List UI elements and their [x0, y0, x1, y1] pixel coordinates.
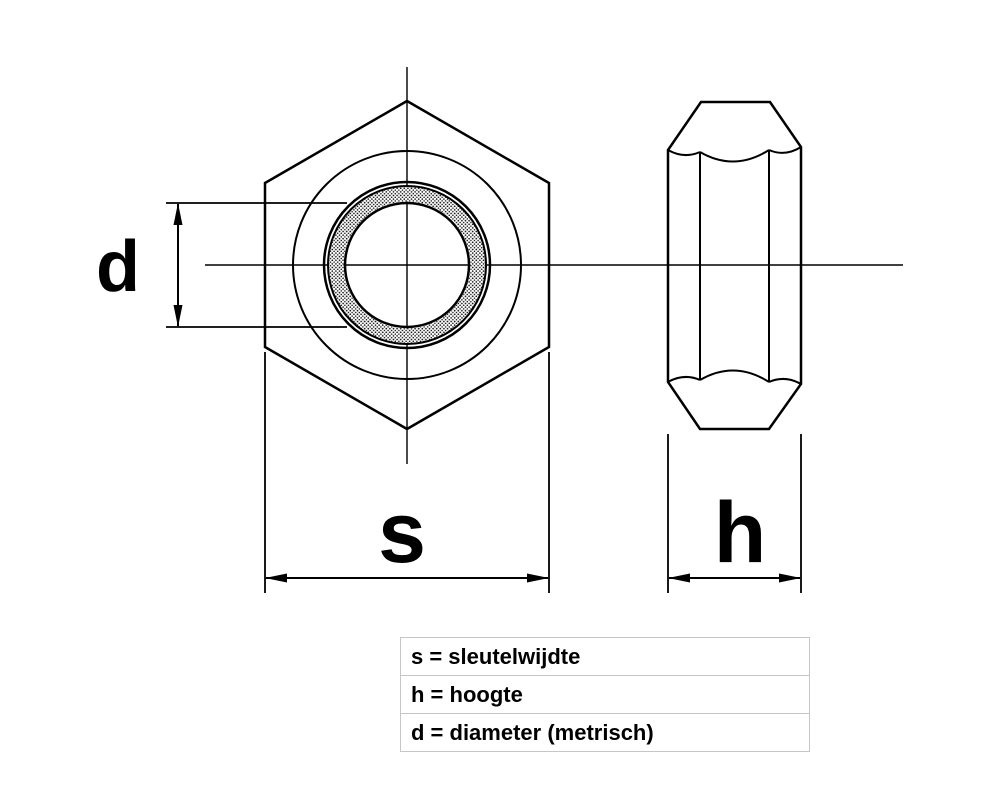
insert-inner-edge-circle: [327, 185, 487, 345]
chamfer-arc-top-left: [667, 149, 701, 156]
chamfer-circle: [292, 150, 522, 380]
legend-row-s: s = sleutelwijdte: [401, 638, 809, 676]
label-d: d: [96, 227, 140, 307]
insert-outer-circle: [322, 180, 492, 350]
chamfer-arc-bottom-right: [768, 378, 802, 385]
dimension-h: h: [667, 434, 802, 593]
legend-row-d: d = diameter (metrisch): [401, 714, 809, 751]
front-view: [263, 99, 551, 431]
chamfer-arc-bottom-middle: [699, 369, 770, 383]
label-s: s: [378, 485, 426, 581]
label-h: h: [714, 485, 767, 581]
side-view: [666, 100, 803, 431]
chamfer-arc-top-right: [768, 146, 802, 154]
center-lines: [205, 67, 903, 464]
dimension-d: d: [96, 202, 347, 328]
legend-text-s: s = sleutelwijdte: [411, 644, 581, 669]
chamfer-arc-top-middle: [699, 149, 770, 163]
legend-table: s = sleutelwijdte h = hoogte d = diamete…: [400, 637, 810, 752]
nylon-insert-ring: [327, 185, 487, 345]
legend-row-h: h = hoogte: [401, 676, 809, 714]
dimension-s: s: [264, 352, 550, 593]
bore-hole-circle: [343, 201, 471, 329]
chamfer-arc-bottom-left: [667, 376, 701, 383]
hexagon-outline: [263, 99, 551, 431]
legend-text-h: h = hoogte: [411, 682, 523, 707]
legend-text-d: d = diameter (metrisch): [411, 720, 654, 745]
